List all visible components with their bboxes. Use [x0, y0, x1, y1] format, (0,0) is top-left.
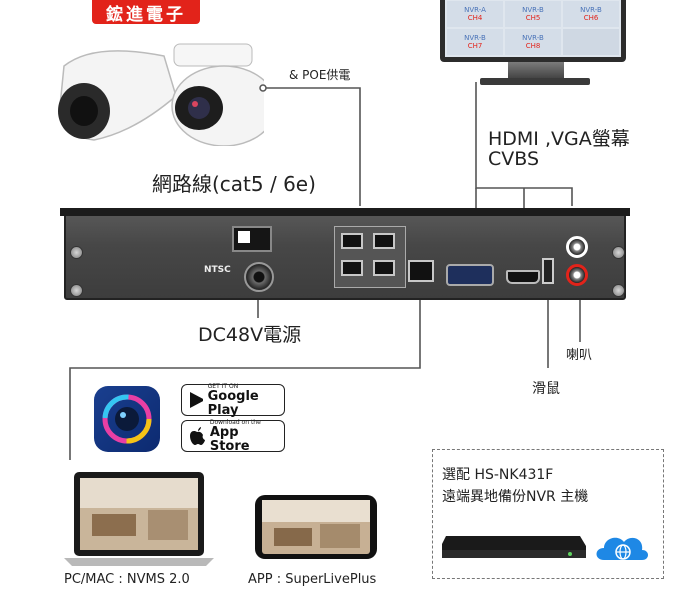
play-store-icon — [190, 392, 203, 408]
cell-nvr-label: NVR-B — [580, 6, 602, 14]
cell-channel-label: CH6 — [583, 14, 599, 22]
google-play-small-text: GET IT ON — [207, 382, 239, 390]
pc-caption: PC/MAC : NVMS 2.0 — [64, 572, 190, 587]
app-store-big-text: App Store — [209, 424, 250, 454]
monitor-stand — [508, 62, 564, 80]
poe-port-icon — [373, 260, 395, 276]
screw-icon — [612, 246, 625, 259]
screw-icon — [70, 246, 83, 259]
app-store-small-text: Download on the — [209, 418, 261, 426]
cell-nvr-label: NVR-B — [522, 6, 544, 14]
backup-subtitle: 遠端異地備份NVR 主機 — [442, 489, 589, 505]
cell-channel-label: CH8 — [525, 42, 541, 50]
usb-port-icon — [542, 258, 554, 284]
backup-nvr-device-icon — [442, 536, 586, 558]
brand-logo: 鋐進電子 — [92, 0, 200, 25]
power-switch — [232, 226, 272, 252]
bullet-camera-icon — [58, 50, 177, 141]
cell-nvr-label: NVR-B — [522, 34, 544, 42]
cell-nvr-label: NVR-B — [464, 34, 486, 42]
dome-camera-icon — [171, 43, 264, 146]
poe-port-icon — [341, 260, 363, 276]
monitor-base — [480, 78, 590, 85]
speaker-label: 喇叭 — [566, 348, 593, 363]
cell-channel-label: CH5 — [525, 14, 541, 22]
superliveplus-app-icon — [94, 386, 160, 452]
cell-nvr-label: NVR-A — [464, 6, 486, 14]
audio-out-jack-icon — [566, 264, 588, 286]
switch-indicator-icon — [238, 231, 250, 243]
poe-port-icon — [341, 233, 363, 249]
lan-port-icon — [408, 260, 434, 282]
screw-icon — [70, 284, 83, 297]
google-play-big-text: Google Play — [207, 388, 259, 418]
poe-port-block — [334, 226, 406, 288]
camera-lens-icon — [102, 394, 152, 444]
vga-port-icon — [446, 264, 494, 286]
hdmi-port-icon — [506, 270, 540, 284]
app-store-button[interactable]: Download on the App Store — [181, 418, 285, 454]
ntsc-label: NTSC — [204, 265, 231, 275]
screw-icon — [612, 284, 625, 297]
display-label-line1: HDMI ,VGA螢幕 — [488, 128, 630, 150]
cable-label: 網路線(cat5 / 6e) — [152, 172, 316, 196]
mouse-label: 滑鼠 — [532, 381, 560, 397]
power-label: DC48V電源 — [198, 324, 302, 346]
dc-power-jack-icon — [244, 262, 274, 292]
audio-in-jack-icon — [566, 236, 588, 258]
app-caption: APP : SuperLivePlus — [248, 572, 377, 587]
laptop-icon — [64, 472, 214, 566]
cell-channel-label: CH4 — [467, 14, 483, 22]
phone-icon — [255, 495, 377, 559]
apple-icon — [190, 427, 205, 445]
cell-channel-label: CH7 — [467, 42, 483, 50]
backup-nvr-box — [432, 449, 664, 579]
camera-illustration — [58, 43, 264, 146]
display-label-line2: CVBS — [488, 148, 540, 170]
poe-label: & POE供電 — [289, 68, 351, 82]
google-play-button[interactable]: GET IT ON Google Play — [181, 382, 285, 418]
cloud-globe-icon — [596, 537, 648, 560]
nvr-top-edge — [60, 208, 630, 216]
backup-title: 選配 HS-NK431F — [442, 467, 554, 483]
monitor-cell-empty — [563, 29, 619, 55]
poe-port-icon — [373, 233, 395, 249]
